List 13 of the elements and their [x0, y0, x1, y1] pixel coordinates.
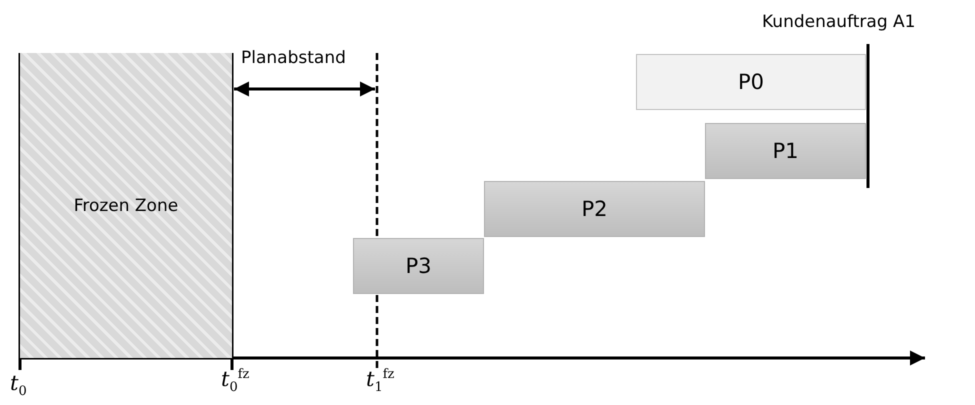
bar-label: P2: [581, 197, 608, 221]
frozen-zone-area: [20, 53, 232, 358]
process-bar: [484, 181, 705, 237]
bar-label: Frozen Zone: [74, 196, 178, 216]
process-bar: [636, 54, 866, 110]
process-bar: [705, 123, 866, 179]
deadline-label: Kundenauftrag A1: [762, 14, 916, 31]
bar-label: P0: [738, 70, 764, 94]
bar-label: P1: [772, 139, 799, 163]
process-bar: [353, 238, 484, 294]
bar-label: P3: [405, 254, 432, 278]
dimension-label: Planabstand: [241, 50, 346, 67]
time-label: t$_{0}$: [10, 373, 27, 398]
